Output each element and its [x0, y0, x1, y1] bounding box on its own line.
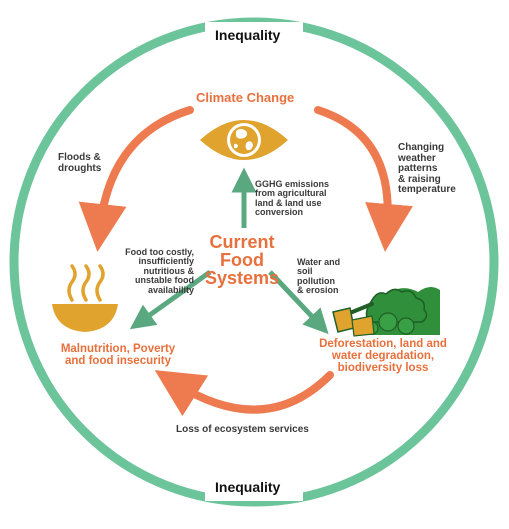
inequality-label-top: Inequality: [215, 27, 281, 43]
arrow-degradation-to-malnutrition: [154, 370, 334, 417]
arrow-center-to-malnutrition: [129, 269, 212, 330]
water-soil-pollution-label: Water and soil pollution & erosion: [297, 257, 341, 296]
ring-gap-bottom: [205, 475, 303, 501]
arrow-center-to-deforestation: [268, 270, 329, 335]
inequality-label-bottom: Inequality: [215, 479, 281, 495]
climate-change-label: Climate Change: [196, 90, 295, 105]
ghg-emissions-label: GGHG emissions from agricultural land & …: [255, 179, 330, 218]
floods-droughts-label: Floods & droughts: [58, 152, 102, 174]
malnutrition-label: Malnutrition, Poverty and food insecurit…: [60, 343, 176, 368]
ring-gap-top: [205, 22, 303, 48]
globe-eye-icon: [200, 120, 288, 160]
changing-weather-label: Changing weather patterns & raising temp…: [398, 142, 456, 195]
current-food-systems-label: Current Food Systems: [204, 232, 280, 288]
food-too-costly-label: Food too costly, insufficiently nutritio…: [125, 247, 194, 295]
bulldozer-forest-icon: [332, 286, 440, 337]
soup-bowl-icon: [52, 264, 118, 332]
deforestation-label: Deforestation, land and water degradatio…: [319, 338, 447, 375]
arrow-climate-to-malnutrition: [78, 106, 194, 252]
loss-of-ecosystem-label: Loss of ecosystem services: [176, 424, 309, 435]
arrow-climate-to-deforestation: [314, 106, 413, 252]
